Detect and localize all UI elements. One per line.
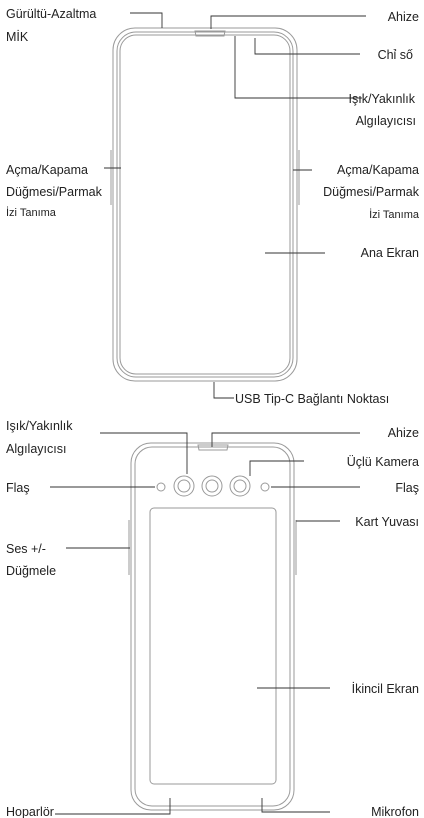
back-leaders bbox=[50, 432, 360, 815]
back-phone bbox=[128, 442, 297, 811]
flash-left-label: Flaş bbox=[6, 481, 30, 495]
back-labels: Işık/Yakınlık Algılayıcısı Ahize Üçlü Ka… bbox=[6, 419, 419, 818]
secondary-screen bbox=[149, 507, 277, 785]
light-sensor-label: Işık/Yakınlık bbox=[349, 92, 416, 106]
speaker-label: Hoparlör bbox=[6, 805, 54, 818]
camera-module bbox=[173, 475, 251, 497]
front-leaders bbox=[104, 12, 366, 399]
flash-right bbox=[260, 482, 270, 492]
secondary-screen-label: İkincil Ekran bbox=[352, 682, 419, 696]
power-button-right-label-2: Düğmesi/Parmak bbox=[323, 185, 420, 199]
back-earpiece-label: Ahize bbox=[388, 426, 419, 440]
card-slot-label: Kart Yuvası bbox=[355, 515, 419, 529]
noise-mic-label-2: MİK bbox=[6, 30, 29, 44]
microphone-label: Mikrofon bbox=[371, 805, 419, 818]
power-button-left-label-3: İzi Tanıma bbox=[6, 206, 57, 219]
triple-camera-label: Üçlü Kamera bbox=[347, 455, 419, 469]
indicator-label: Chỉ số bbox=[378, 48, 413, 62]
front-labels: Gürültü-Azaltma MİK Ahize Chỉ số Işık/Ya… bbox=[6, 7, 420, 406]
power-button-left-label: Açma/Kapama bbox=[6, 163, 88, 177]
noise-mic-label: Gürültü-Azaltma bbox=[6, 7, 96, 21]
volume-button-label-2: Düğmele bbox=[6, 564, 56, 578]
flash-left bbox=[156, 482, 166, 492]
power-button-right-label: Açma/Kapama bbox=[337, 163, 419, 177]
main-screen-label: Ana Ekran bbox=[361, 246, 419, 260]
volume-button-label: Ses +/- bbox=[6, 542, 46, 556]
back-light-sensor-label: Işık/Yakınlık bbox=[6, 419, 73, 433]
front-phone bbox=[110, 27, 300, 382]
power-button-left-label-2: Düğmesi/Parmak bbox=[6, 185, 103, 199]
usb-port-label: USB Tip-C Bağlantı Noktası bbox=[235, 392, 389, 406]
earpiece-label: Ahize bbox=[388, 10, 419, 24]
power-button-right-label-3: İzi Tanıma bbox=[369, 208, 420, 221]
light-sensor-label-2: Algılayıcısı bbox=[356, 114, 416, 128]
back-light-sensor-label-2: Algılayıcısı bbox=[6, 442, 66, 456]
flash-right-label: Flaş bbox=[395, 481, 419, 495]
